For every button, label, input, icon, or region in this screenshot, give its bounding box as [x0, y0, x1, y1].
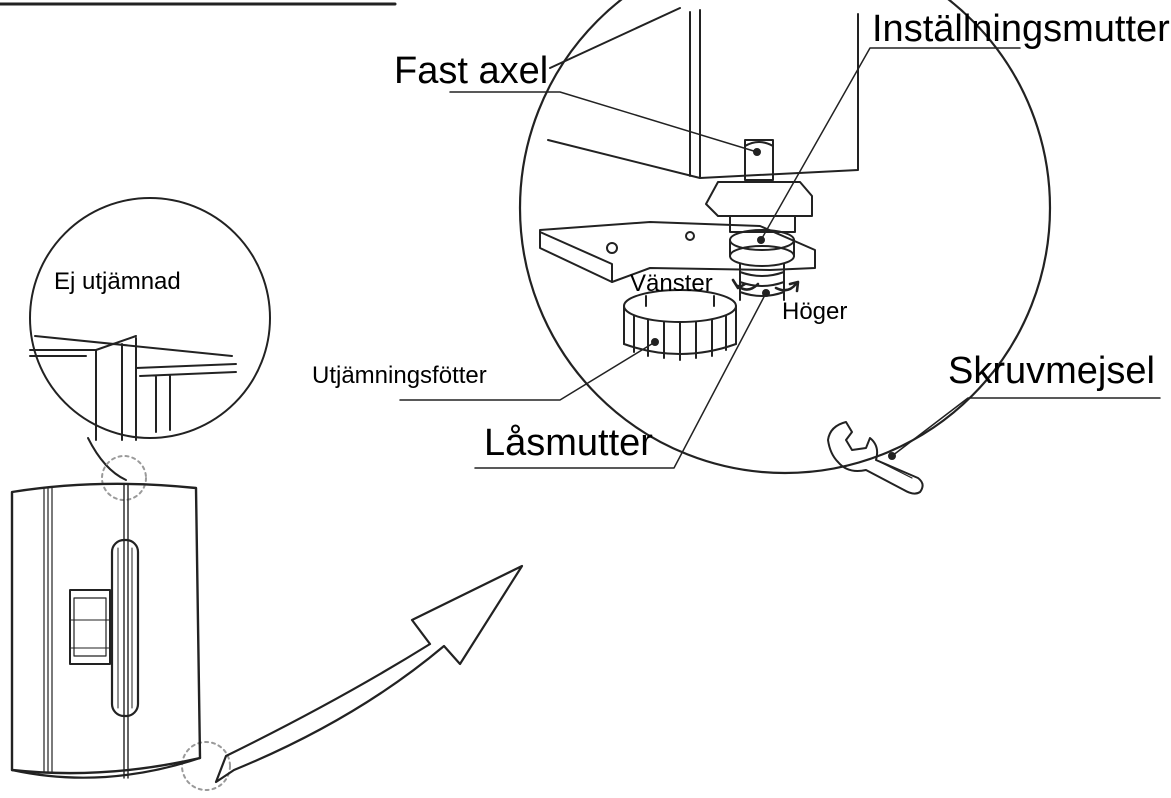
zoom-arrow — [214, 564, 524, 784]
label-installningsmutter: Inställningsmutter — [872, 8, 1170, 50]
leader-fast-axel — [449, 91, 758, 153]
label-skruvmejsel: Skruvmejsel — [948, 350, 1155, 392]
leader-lasmutter — [474, 292, 767, 469]
zoom-marker-foot — [181, 741, 231, 791]
label-fast-axel: Fast axel — [394, 50, 549, 92]
leader-skruvmejsel — [891, 397, 1161, 457]
label-hoger: Höger — [782, 298, 848, 325]
label-utjamningsfotter: Utjämningsfötter — [312, 362, 487, 389]
unlevel-magnifier — [29, 197, 271, 481]
refrigerator-drawing — [10, 482, 202, 779]
foot-assembly-drawing — [539, 7, 859, 361]
label-ej-utjamnad: Ej utjämnad — [54, 268, 181, 295]
label-vanster: Vänster — [630, 270, 713, 297]
leader-installningsmutter — [760, 47, 1021, 241]
label-lasmutter: Låsmutter — [484, 422, 653, 464]
wrench-icon — [827, 421, 924, 495]
leader-utjamningsfotter — [399, 341, 656, 401]
detail-magnifier — [518, 0, 1052, 475]
